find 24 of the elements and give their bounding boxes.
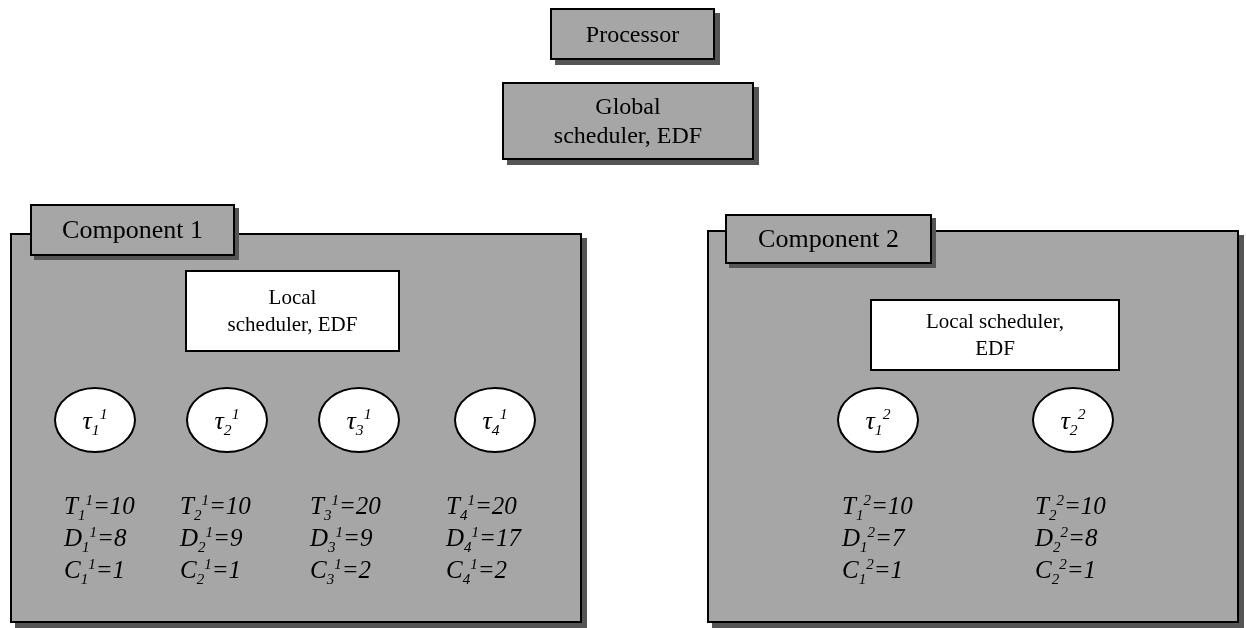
- task-parameter: T$_{1}$$^{2}$=10: [842, 490, 913, 522]
- box-label: Processor: [584, 19, 681, 49]
- task-parameter: C$_{1}$$^{1}$=1: [64, 554, 127, 586]
- task-parameter: T$_{2}$$^{1}$=10: [180, 490, 251, 522]
- task-parameter: T$_{1}$$^{1}$=10: [64, 490, 135, 522]
- task-parameter: D$_{2}$$^{2}$=8: [1035, 522, 1099, 554]
- box-label: Local scheduler, EDF: [925, 308, 1065, 362]
- task-parameter: C$_{2}$$^{1}$=1: [180, 554, 243, 586]
- task-parameter: C$_{4}$$^{1}$=2: [446, 554, 509, 586]
- task-parameter: T$_{2}$$^{2}$=10: [1035, 490, 1106, 522]
- box-label: Local scheduler, EDF: [226, 284, 359, 338]
- box-label: Global scheduler, EDF: [552, 92, 704, 150]
- task-parameter: C$_{3}$$^{1}$=2: [310, 554, 373, 586]
- task-parameter: C$_{1}$$^{2}$=1: [842, 554, 905, 586]
- task-parameter: T$_{4}$$^{1}$=20: [446, 490, 518, 522]
- scheduler-box: [185, 270, 400, 352]
- task-parameter: C$_{2}$$^{2}$=1: [1035, 554, 1098, 586]
- task-parameter: D$_{1}$$^{2}$=7: [842, 522, 907, 554]
- task-parameter: D$_{1}$$^{1}$=8: [64, 522, 128, 554]
- task-parameter: D$_{2}$$^{1}$=9: [180, 522, 244, 554]
- scheduler-box: [870, 299, 1120, 371]
- task-parameter: D$_{3}$$^{1}$=9: [310, 522, 374, 554]
- task-parameter: T$_{3}$$^{1}$=20: [310, 490, 381, 522]
- task-parameter: D$_{4}$$^{1}$=17: [446, 522, 521, 554]
